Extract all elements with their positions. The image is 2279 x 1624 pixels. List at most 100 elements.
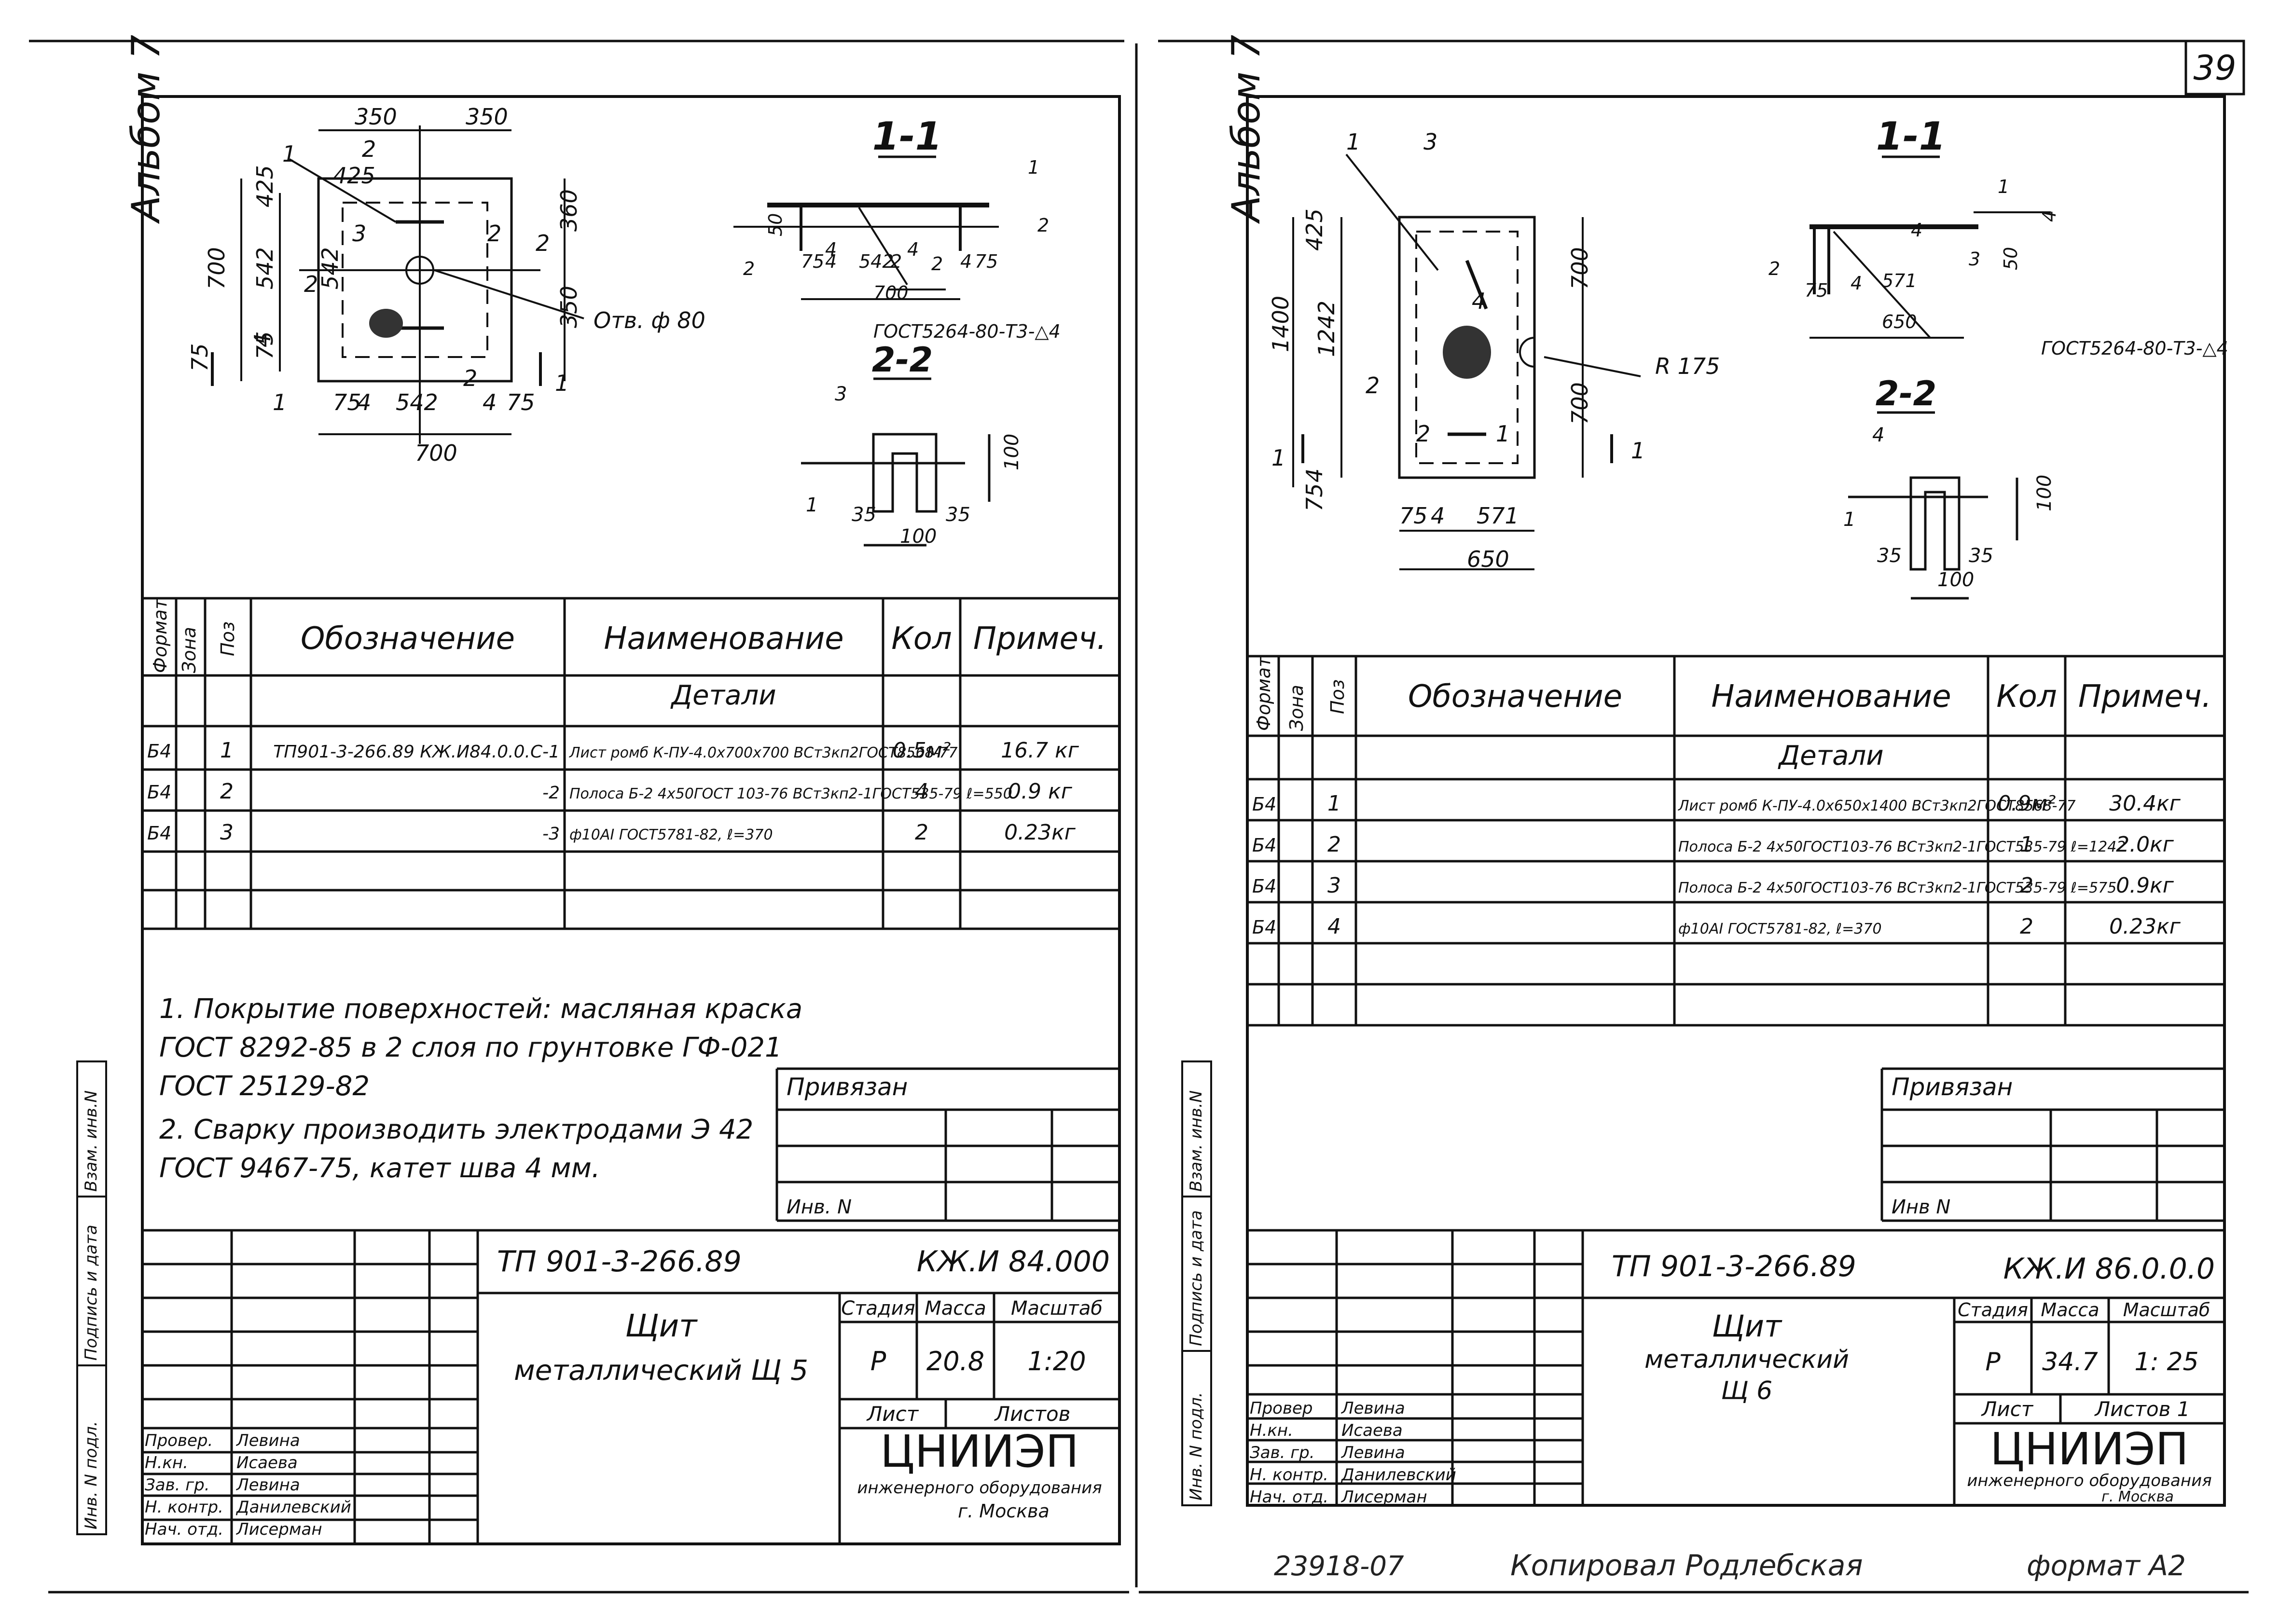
dimension-label: 4 (483, 389, 497, 415)
cell-note: 0.23кг (2109, 914, 2181, 939)
org-line: инженерного оборудования (857, 1478, 1102, 1498)
staff-role: Провер (1250, 1399, 1313, 1418)
dimension-label: 4 (1851, 273, 1862, 294)
cell-note: 0.9 кг (1008, 779, 1073, 804)
title-block (1247, 1229, 2224, 1505)
sheet-frame (141, 95, 1121, 1545)
dimension-label: 1 (555, 370, 569, 396)
staff-role: Н. контр. (1250, 1465, 1328, 1485)
header-zone: Зона (1286, 685, 1307, 731)
dimension-label: 1 (1843, 509, 1855, 531)
dimension-label: 425 (1301, 208, 1327, 251)
dimension-label: 4 (357, 389, 371, 415)
section-2-2 (801, 433, 991, 547)
dimension-label: 542 (317, 247, 343, 289)
cell-designation: ТП901-3-266.89 КЖ.И84.0.0.С-1 (273, 742, 560, 762)
dimension-label: 75 (252, 331, 278, 359)
dimension-label: 1 (1028, 157, 1039, 178)
dimension-label: 350 (355, 104, 397, 130)
page-number-box (2184, 40, 2245, 96)
privyazan-label: Привязан (1892, 1073, 2013, 1101)
note-line: ГОСТ 25129-82 (159, 1071, 370, 1102)
sheet-frame (1246, 95, 2226, 1507)
section-1-1-label: 1-1 (872, 114, 942, 159)
org-logo: ЦНИИЭП (1990, 1423, 2189, 1475)
header-pos: Поз (217, 621, 238, 656)
dimension-label: 700 (415, 440, 457, 466)
dimension-label: 100 (2033, 475, 2056, 511)
cell-pos: 2 (220, 779, 234, 804)
scale-header: Масштаб (2123, 1299, 2210, 1321)
dimension-label: 4 (907, 239, 919, 260)
section-2-2-label: 2-2 (1876, 374, 1936, 413)
dimension-label: 2 (1416, 421, 1430, 447)
dimension-label: 350 (466, 104, 508, 130)
dimension-label: 1 (1496, 421, 1510, 447)
spec-table (1247, 655, 2224, 1027)
cell-designation: -2 (542, 783, 560, 803)
dimension-label: 4 (825, 239, 837, 260)
dimension-label: Отв. ф 80 (594, 307, 705, 333)
dimension-label: 4 (1911, 220, 1922, 241)
staff-name: Левина (235, 1431, 300, 1450)
org-line: г. Москва (958, 1500, 1050, 1522)
side-label: Взам. инв.N (1187, 1090, 1206, 1192)
project-code: ТП 901-3-266.89 (497, 1245, 742, 1279)
header-name: Наименование (604, 621, 843, 657)
header-format: Формат (1253, 656, 1274, 731)
dimension-label: 2 (463, 365, 477, 391)
dimension-label: 3 (1969, 248, 1980, 270)
staff-role: Зав. гр. (145, 1475, 210, 1495)
project-code: ТП 901-3-266.89 (1612, 1250, 1856, 1283)
header-note: Примеч. (973, 621, 1106, 657)
dimension-label: 2 (304, 271, 318, 297)
header-note: Примеч. (2078, 679, 2211, 715)
spec-group: Детали (1777, 740, 1883, 771)
cell-pos: 4 (1327, 914, 1341, 939)
sheet-label: Лист (866, 1402, 919, 1426)
staff-name: Лисерман (235, 1520, 322, 1539)
dimension-label: 542 (252, 247, 278, 289)
cell-qty: 0.5м² (893, 738, 951, 763)
dimension-label: 650 (1467, 546, 1509, 572)
cell-pos: 1 (220, 738, 234, 763)
dimension-label: 50 (765, 213, 786, 236)
dimension-label: 50 (2000, 247, 2021, 270)
dimension-label: 650 (1882, 311, 1917, 332)
dimension-label: 2 (1366, 372, 1380, 399)
cell-name: ф10АI ГОСТ5781-82, ℓ=370 (569, 826, 773, 843)
dimension-label: 700 (1567, 247, 1593, 289)
dimension-label: 4 (2039, 210, 2060, 222)
cell-note: 30.4кг (2109, 791, 2181, 816)
note-line: 2. Сварку производить электродами Э 42 (159, 1114, 753, 1145)
dimension-label: 75 (507, 389, 535, 415)
dimension-label: 75 (333, 389, 361, 415)
cell-pos: 1 (1327, 791, 1341, 816)
page-number: 39 (2193, 48, 2236, 88)
dimension-label: 4 (960, 251, 972, 272)
dimension-label: 2 (743, 258, 755, 279)
dimension-label: 35 (1969, 545, 1993, 567)
copied-by: Копировал Родлебская (1510, 1549, 1863, 1583)
dimension-label: 1242 (1313, 301, 1340, 357)
dimension-label: 2 (1037, 215, 1049, 236)
cell-qty: 4 (915, 779, 928, 804)
header-pos: Поз (1327, 679, 1348, 714)
dimension-label: 425 (333, 163, 375, 189)
mesh-hatch (1443, 326, 1491, 379)
staff-name: Исаева (236, 1453, 298, 1473)
dimension-label: 2 (890, 251, 902, 272)
dimension-label: 1400 (1268, 296, 1294, 352)
dimension-label: 360 (556, 189, 582, 232)
side-label: Подпись и дата (1187, 1210, 1206, 1346)
cell-qty: 2 (2020, 914, 2033, 939)
cell-note: 0.23кг (1004, 820, 1076, 845)
staff-name: Данилевский (1340, 1465, 1456, 1485)
dimension-label: 4 (249, 333, 276, 347)
dimension-label: 542 (859, 251, 894, 272)
staff-role: Н.кн. (145, 1453, 188, 1473)
section-1-1 (1809, 211, 2051, 339)
dimension-label: 100 (1001, 434, 1023, 470)
privyazan-box (1880, 1067, 2224, 1222)
dimension-label: 3 (835, 383, 847, 405)
